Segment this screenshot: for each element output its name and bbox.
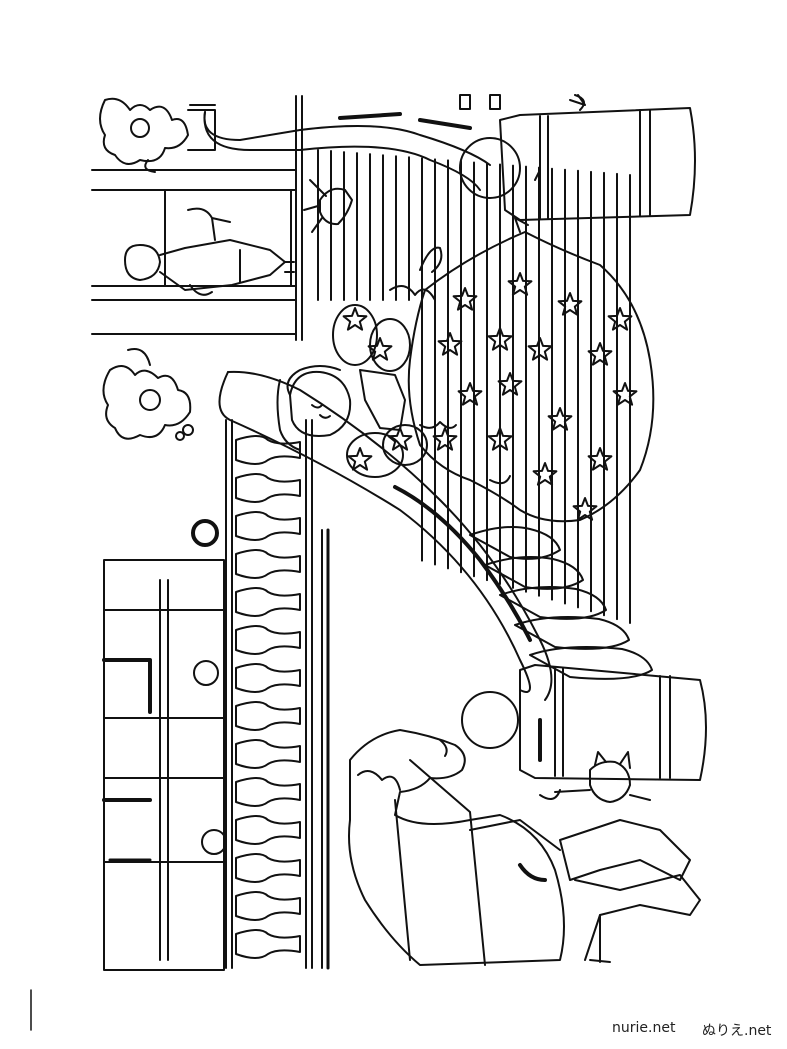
pillar-top: [460, 95, 695, 220]
stair-spindle: [500, 587, 606, 619]
doorway: [92, 96, 302, 340]
star-shape: [534, 463, 557, 485]
wall-knob: [194, 661, 218, 685]
baluster: [236, 892, 300, 920]
star-shape: [489, 328, 512, 350]
stair-handrail: [219, 372, 551, 700]
star-shape: [459, 383, 482, 405]
upper-banister-rail: [205, 112, 480, 190]
star-shape: [489, 428, 512, 450]
baluster: [236, 702, 300, 730]
baluster: [236, 664, 300, 692]
pillar-bottom: [462, 665, 706, 780]
cat: [540, 752, 650, 802]
window-frame: [104, 560, 224, 970]
baluster: [236, 740, 300, 768]
star-shape: [609, 308, 632, 330]
baluster: [236, 626, 300, 654]
dress-stars: [344, 273, 637, 520]
boy-figure: [125, 209, 294, 295]
star-shape: [389, 428, 412, 450]
wall-knob: [202, 830, 226, 854]
star-shape: [434, 428, 457, 450]
star-shape: [589, 448, 612, 470]
star-shape: [369, 338, 392, 360]
star-shape: [509, 273, 532, 295]
star-shape: [549, 408, 572, 430]
horse: [349, 730, 564, 965]
stair-spindle: [470, 527, 560, 559]
baluster-group: [236, 436, 300, 958]
flower-vase-lower: [103, 349, 193, 440]
stair-spindle: [515, 617, 629, 649]
star-shape: [574, 498, 597, 520]
stair-spindles: [470, 527, 652, 679]
baluster: [236, 436, 300, 464]
balustrade: [226, 420, 328, 968]
baluster: [236, 588, 300, 616]
banister-shadow: [340, 114, 470, 128]
star-shape: [529, 338, 552, 360]
baluster: [236, 778, 300, 806]
upper-banister: [204, 112, 490, 165]
footman-legs: [560, 820, 700, 962]
site-credit-japanese: ぬりえ.net: [702, 1023, 772, 1039]
baluster: [236, 512, 300, 540]
baluster: [236, 816, 300, 844]
star-shape: [454, 288, 477, 310]
wall-lamp: [193, 521, 217, 545]
star-shape: [344, 308, 367, 330]
star-shape: [614, 383, 637, 405]
baluster: [236, 854, 300, 882]
site-credit-latin: nurie.net: [612, 1020, 676, 1036]
stair-spindle: [485, 557, 583, 589]
baluster: [236, 550, 300, 578]
star-shape: [499, 373, 522, 395]
baluster: [236, 474, 300, 502]
decor-mark: [460, 95, 470, 109]
flower-vase-upper: [100, 99, 215, 172]
staircase: [318, 150, 630, 623]
star-shape: [559, 293, 582, 315]
stair-spindle: [530, 647, 652, 679]
footer: nurie.net ぬりえ.net: [0, 1012, 787, 1049]
princess-figure: [278, 218, 654, 521]
star-shape: [349, 448, 372, 470]
star-shape: [589, 343, 612, 365]
decor-mark: [490, 95, 500, 109]
star-shape: [439, 333, 462, 355]
baluster: [236, 930, 300, 958]
decor-mark: [570, 95, 585, 105]
